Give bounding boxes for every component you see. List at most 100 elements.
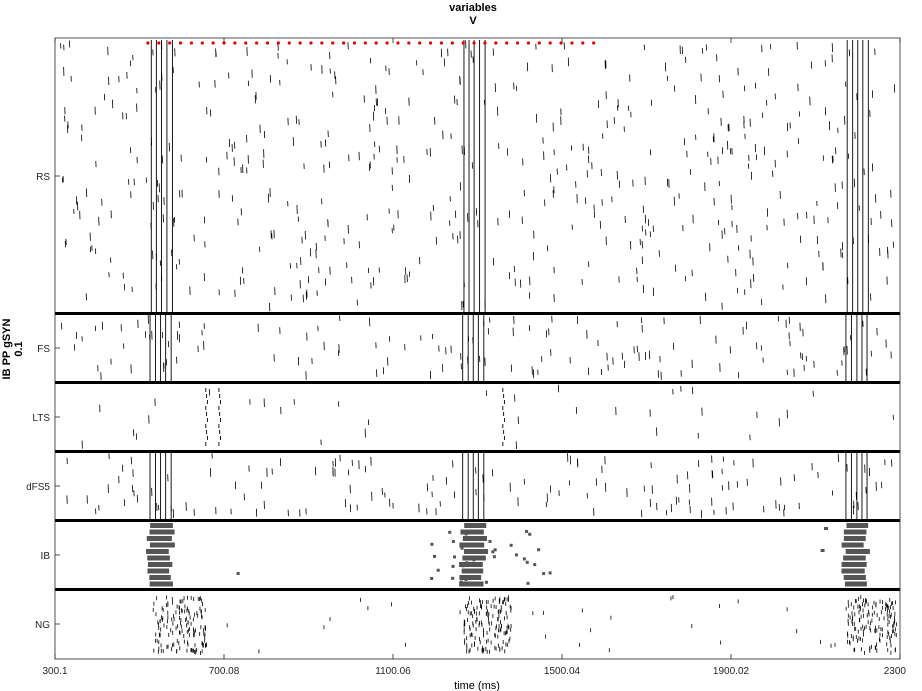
ib-spike-mark <box>820 549 825 552</box>
ib-spike-mark <box>433 554 437 558</box>
red-marker <box>309 41 313 45</box>
red-marker <box>331 41 335 45</box>
ib-burst-mark <box>841 568 865 574</box>
ib-burst-mark <box>843 575 866 580</box>
ib-burst-mark <box>147 555 170 561</box>
ib-spike-mark <box>451 576 455 580</box>
ib-spike-mark <box>537 548 541 552</box>
ib-spike-mark <box>542 572 546 576</box>
red-marker <box>211 41 215 45</box>
red-marker <box>320 41 324 45</box>
ib-spike-mark <box>484 580 488 584</box>
ib-spike-mark <box>453 555 457 559</box>
red-marker <box>287 41 291 45</box>
ib-spike-mark <box>472 558 476 562</box>
ib-spike-mark <box>522 557 526 561</box>
population-label: dFS5 <box>26 482 50 493</box>
population-label: LTS <box>32 413 50 424</box>
red-marker <box>472 41 476 45</box>
ib-spike-mark <box>488 539 492 543</box>
red-marker <box>548 41 552 45</box>
population-label: IB <box>41 551 51 562</box>
ib-burst-mark <box>464 523 487 528</box>
ib-burst-mark <box>841 542 864 548</box>
spike-marks <box>60 40 897 655</box>
x-tick-label: 1100.06 <box>375 666 411 677</box>
y-axis-label-line2: 0.1 <box>13 341 25 356</box>
red-marker <box>276 41 280 45</box>
red-marker <box>189 41 194 45</box>
ib-spike-mark <box>823 527 828 530</box>
red-marker <box>374 41 378 45</box>
red-marker <box>461 41 465 45</box>
red-marker <box>592 41 596 45</box>
x-tick-label: 2300 <box>884 666 907 677</box>
ib-burst-mark <box>459 562 483 567</box>
x-tick-label: 300.1 <box>42 666 67 677</box>
ib-spike-mark <box>548 571 552 575</box>
red-marker <box>298 41 302 45</box>
ib-spike-mark <box>460 546 464 550</box>
ib-spike-mark <box>236 572 240 575</box>
red-marker <box>428 41 433 45</box>
ib-burst-mark <box>460 529 484 535</box>
ib-burst-mark <box>149 581 173 587</box>
ib-burst-mark <box>459 542 485 548</box>
ib-spike-mark <box>493 548 497 552</box>
red-marker <box>537 41 541 45</box>
ib-burst-mark <box>146 536 172 541</box>
ib-burst-mark <box>846 523 869 528</box>
ib-burst-mark <box>147 568 170 574</box>
red-marker <box>146 41 150 45</box>
red-marker <box>515 41 520 45</box>
ib-burst-mark <box>459 581 484 587</box>
red-marker <box>265 41 270 45</box>
ib-spike-mark <box>436 568 440 572</box>
x-tick-label: 1500.04 <box>544 666 581 677</box>
red-marker <box>439 41 444 45</box>
ib-spike-mark <box>533 563 537 567</box>
ib-spike-mark <box>464 578 468 582</box>
population-label: RS <box>36 172 50 183</box>
population-separators <box>55 312 900 591</box>
red-marker <box>233 41 237 45</box>
ib-burst-mark <box>149 542 175 548</box>
ib-burst-mark <box>845 549 870 554</box>
red-marker <box>483 41 487 45</box>
ib-spike-mark <box>465 561 469 565</box>
x-axis-label: time (ms) <box>454 680 500 691</box>
ib-burst-mark <box>844 581 867 587</box>
red-marker <box>178 41 183 45</box>
ib-spike-mark <box>464 532 468 536</box>
ib-spike-mark <box>451 564 455 568</box>
red-marker <box>526 41 531 45</box>
ib-spike-mark <box>514 553 518 557</box>
red-marker <box>168 41 172 45</box>
ib-burst-mark <box>841 562 867 567</box>
red-marker <box>385 41 389 45</box>
ib-burst-mark <box>462 536 487 541</box>
ib-spike-mark <box>491 550 495 554</box>
ib-burst-mark <box>150 523 173 528</box>
ib-burst-mark <box>147 562 173 567</box>
ib-burst-mark <box>149 529 175 535</box>
ib-burst-mark <box>843 555 866 561</box>
population-label: NG <box>35 620 50 631</box>
red-marker <box>396 41 400 45</box>
ib-spike-mark <box>430 542 434 546</box>
ib-burst-mark <box>146 549 169 554</box>
ib-burst-mark <box>461 568 484 574</box>
y-axis-label-line1: IB PP gSYN <box>1 318 13 379</box>
ib-burst-mark <box>463 549 488 554</box>
red-marker <box>157 41 161 45</box>
ib-burst-mark <box>459 575 482 580</box>
red-marker <box>244 41 248 45</box>
ib-spike-mark <box>526 581 530 585</box>
red-marker <box>494 41 498 45</box>
ib-spike-mark <box>459 580 463 584</box>
red-marker <box>505 41 509 45</box>
red-marker <box>450 41 454 45</box>
chart-title-line1: variables <box>449 2 497 14</box>
